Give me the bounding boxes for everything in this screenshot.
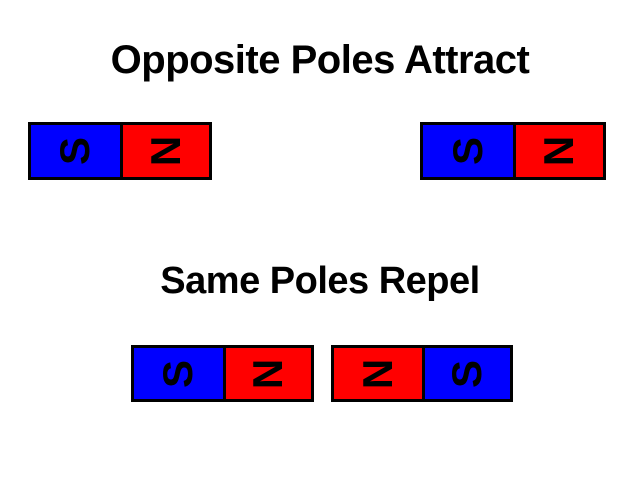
magnet-bar-repel-left: S N bbox=[131, 345, 314, 402]
pole-north: N bbox=[120, 125, 209, 177]
pole-label-n: N bbox=[354, 358, 401, 389]
pole-north: N bbox=[513, 125, 603, 177]
heading-opposite-poles-attract: Opposite Poles Attract bbox=[110, 38, 530, 82]
heading-same-poles-repel: Same Poles Repel bbox=[160, 260, 480, 302]
pole-label-n: N bbox=[244, 358, 292, 389]
pole-label-s: S bbox=[443, 136, 491, 166]
pole-label-n: N bbox=[142, 135, 189, 167]
pole-label-s: S bbox=[154, 359, 202, 388]
pole-south: S bbox=[422, 348, 510, 399]
pole-north: N bbox=[334, 348, 422, 399]
pole-north: N bbox=[222, 348, 311, 399]
pole-label-n: N bbox=[535, 135, 583, 167]
magnet-bar-repel-right: N S bbox=[331, 345, 513, 402]
pole-south: S bbox=[134, 348, 223, 399]
magnet-bar-attract-right: S N bbox=[420, 122, 606, 180]
pole-label-s: S bbox=[443, 359, 491, 388]
magnet-bar-attract-left: S N bbox=[28, 122, 212, 180]
pole-label-s: S bbox=[51, 136, 99, 166]
pole-south: S bbox=[31, 125, 120, 177]
pole-south: S bbox=[423, 125, 513, 177]
